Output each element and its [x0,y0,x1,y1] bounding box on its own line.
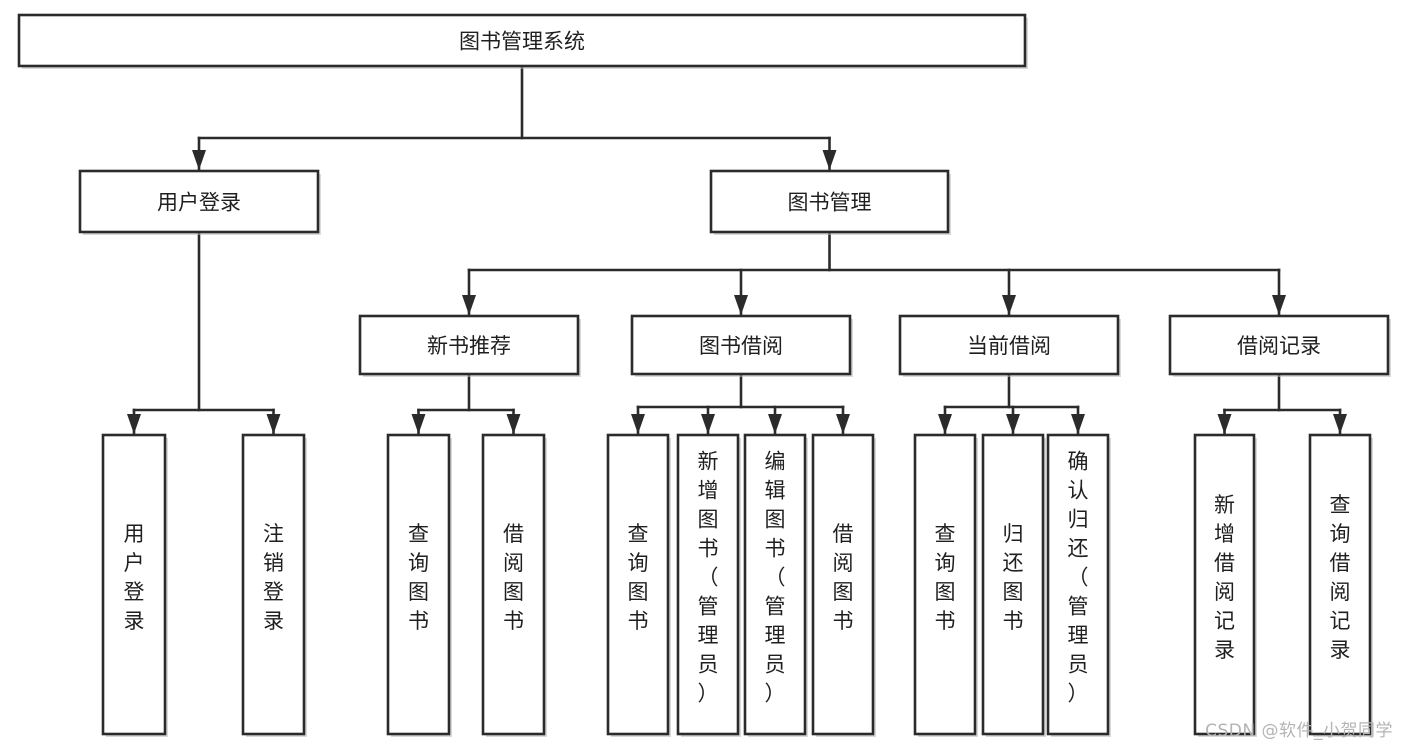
arrow-head-icon [631,414,645,434]
node-label: 借阅记录 [1237,334,1321,358]
node-label: 确认归还（管理员） [1068,450,1089,706]
node-label: 用户登录 [124,522,145,633]
node-borrow[interactable]: 图书借阅 [630,314,853,377]
node-rect[interactable] [386,433,451,736]
node-leaf-borrow-query[interactable]: 查询图书 [606,433,671,737]
node-leaf-current-return[interactable]: 归还图书 [981,433,1046,737]
node-leaf-borrow-add[interactable]: 新增图书（管理员） [676,433,741,737]
arrow-head-icon [1333,414,1347,434]
node-leaf-borrow-lend[interactable]: 借阅图书 [811,433,876,737]
node-label: 新增借阅记录 [1214,493,1235,662]
node-leaf-current-confirm[interactable]: 确认归还（管理员） [1046,433,1111,737]
node-rect[interactable] [481,433,546,736]
node-label: 归还图书 [1003,522,1024,633]
node-label: 查询图书 [628,522,649,633]
arrow-head-icon [1006,414,1020,434]
node-label: 编辑图书（管理员） [765,450,786,706]
node-records[interactable]: 借阅记录 [1168,314,1391,377]
node-rect[interactable] [676,433,740,736]
node-bookmgmt[interactable]: 图书管理 [709,169,951,235]
arrow-head-icon [734,295,748,315]
node-leaf-record-query[interactable]: 查询借阅记录 [1308,433,1373,737]
arrow-head-icon [1002,295,1016,315]
node-label: 图书借阅 [699,334,783,358]
arrow-head-icon [836,414,850,434]
arrow-head-icon [1217,414,1232,434]
node-rect[interactable] [709,169,950,234]
arrow-head-icon [127,414,141,434]
node-label: 注销登录 [263,522,284,633]
node-leaf-current-query[interactable]: 查询图书 [913,433,978,737]
node-root[interactable]: 图书管理系统 [17,13,1028,69]
node-label: 新书推荐 [427,334,511,358]
node-rect[interactable] [811,433,875,736]
arrow-head-icon [768,414,782,434]
node-leaf-new-borrow[interactable]: 借阅图书 [481,433,547,737]
node-label: 查询图书 [935,522,956,633]
node-rect[interactable] [101,433,167,736]
arrow-head-icon [701,414,715,434]
node-label: 新增图书（管理员） [698,450,719,706]
node-leaf-user-login[interactable]: 用户登录 [101,433,168,737]
arrow-head-icon [192,150,206,170]
node-rect[interactable] [743,433,807,736]
arrow-head-icon [411,414,426,434]
node-rect[interactable] [606,433,670,736]
node-rect[interactable] [1168,314,1390,376]
node-login[interactable]: 用户登录 [78,169,321,235]
arrow-head-icon [1272,295,1286,315]
node-leaf-user-logout[interactable]: 注销登录 [241,433,307,737]
node-label: 当前借阅 [967,334,1051,358]
node-label: 查询借阅记录 [1330,493,1351,662]
node-rect[interactable] [913,433,977,736]
node-label: 图书管理 [788,191,872,215]
node-rect[interactable] [1308,433,1372,736]
node-rect[interactable] [78,169,320,234]
node-rect[interactable] [358,314,580,376]
arrow-head-icon [462,295,476,315]
node-label: 查询图书 [408,522,429,633]
arrow-head-icon [1071,414,1085,434]
arrow-head-icon [938,414,952,434]
node-leaf-new-query[interactable]: 查询图书 [386,433,452,737]
node-rect[interactable] [1046,433,1110,736]
node-current[interactable]: 当前借阅 [898,314,1121,377]
node-rect[interactable] [241,433,306,736]
node-rect[interactable] [17,13,1027,68]
node-rect[interactable] [898,314,1120,376]
node-leaf-record-add[interactable]: 新增借阅记录 [1193,433,1257,737]
node-label: 借阅图书 [503,522,524,633]
node-label: 用户登录 [157,191,241,215]
node-label: 图书管理系统 [459,30,585,54]
node-rect[interactable] [1193,433,1256,736]
node-label: 借阅图书 [833,522,854,633]
node-rect[interactable] [630,314,852,376]
node-rect[interactable] [981,433,1045,736]
node-leaf-borrow-edit[interactable]: 编辑图书（管理员） [743,433,808,737]
node-newbook[interactable]: 新书推荐 [358,314,581,377]
arrow-head-icon [822,150,837,170]
arrow-head-icon [266,414,281,434]
arrow-head-icon [506,414,521,434]
